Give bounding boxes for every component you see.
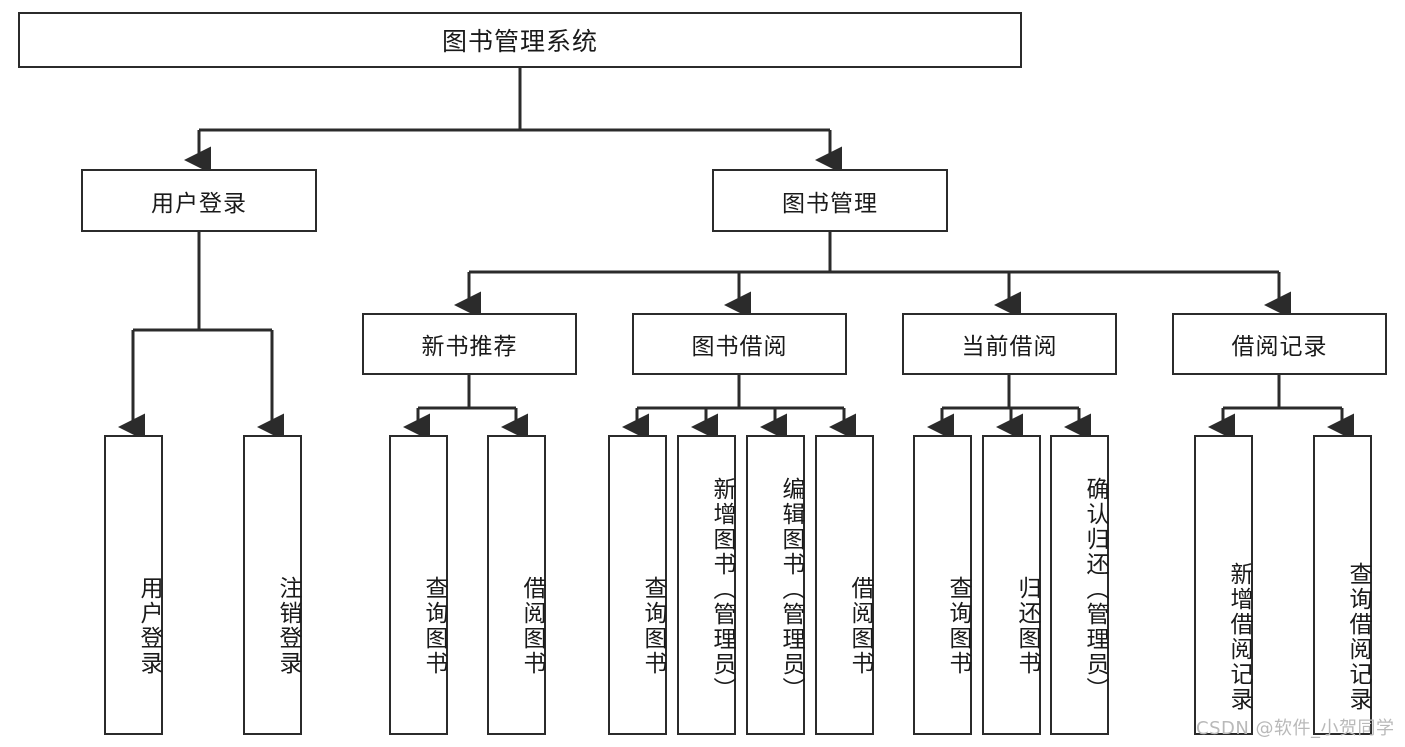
node-leaf-query-book-current[interactable]: 查询图书 xyxy=(913,435,972,735)
node-leaf-add-borrow-record[interactable]: 新增借阅记录 xyxy=(1194,435,1253,735)
node-module-book-management[interactable]: 图书管理 xyxy=(712,169,948,232)
node-leaf-user-logout[interactable]: 注销登录 xyxy=(243,435,302,735)
node-submodule-borrow-record[interactable]: 借阅记录 xyxy=(1172,313,1387,375)
node-leaf-confirm-return-admin[interactable]: 确认归还（管理员） xyxy=(1050,435,1109,735)
node-leaf-user-login[interactable]: 用户登录 xyxy=(104,435,163,735)
node-leaf-borrow-book[interactable]: 借阅图书 xyxy=(815,435,874,735)
node-leaf-add-book-admin[interactable]: 新增图书（管理员） xyxy=(677,435,736,735)
csdn-watermark: CSDN @软件_小贺同学 xyxy=(1196,718,1395,739)
node-leaf-query-book-recommend[interactable]: 查询图书 xyxy=(389,435,448,735)
node-leaf-edit-book-admin[interactable]: 编辑图书（管理员） xyxy=(746,435,805,735)
node-leaf-return-book[interactable]: 归还图书 xyxy=(982,435,1041,735)
node-root-system[interactable]: 图书管理系统 xyxy=(18,12,1022,68)
node-submodule-current-borrow[interactable]: 当前借阅 xyxy=(902,313,1117,375)
node-submodule-new-book-recommend[interactable]: 新书推荐 xyxy=(362,313,577,375)
node-leaf-query-book-borrow[interactable]: 查询图书 xyxy=(608,435,667,735)
node-leaf-query-borrow-record[interactable]: 查询借阅记录 xyxy=(1313,435,1372,735)
node-module-user-login[interactable]: 用户登录 xyxy=(81,169,317,232)
node-submodule-book-borrow[interactable]: 图书借阅 xyxy=(632,313,847,375)
node-leaf-borrow-book-recommend[interactable]: 借阅图书 xyxy=(487,435,546,735)
